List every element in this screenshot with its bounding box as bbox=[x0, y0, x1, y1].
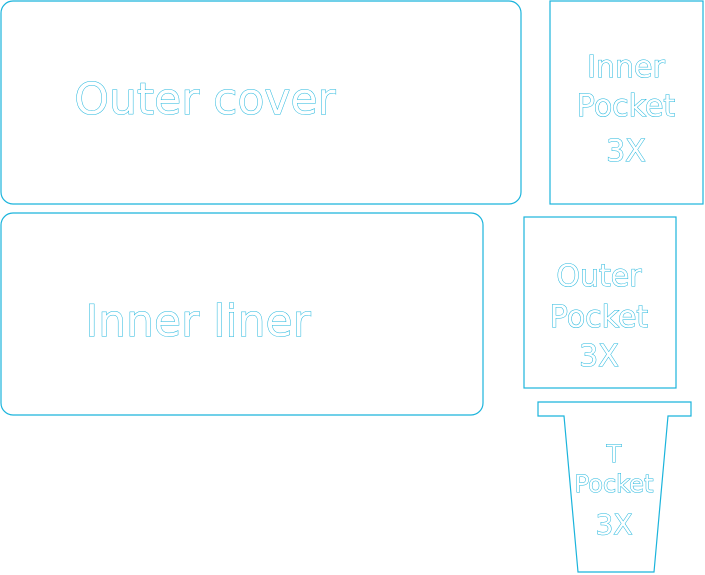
outer-cover-outline bbox=[0, 0, 522, 205]
inner-pocket-label-line-1: Inner bbox=[587, 50, 665, 85]
outer-cover-label: Outer cover bbox=[74, 74, 336, 125]
t-pocket-label-line-1: T bbox=[606, 440, 622, 468]
t-pocket-label-line-3: 3X bbox=[596, 508, 633, 541]
inner-liner-outline bbox=[0, 212, 484, 416]
inner-liner-piece: Inner liner bbox=[0, 212, 484, 416]
inner-pocket-outline bbox=[549, 0, 704, 205]
inner-pocket-label-line-3: 3X bbox=[606, 134, 646, 169]
outer-pocket-label-line-3: 3X bbox=[579, 339, 619, 374]
inner-liner-label: Inner liner bbox=[85, 296, 311, 347]
t-pocket-outline bbox=[537, 401, 692, 573]
outer-pocket-piece: Outer Pocket 3X bbox=[523, 216, 677, 389]
t-pocket-label-line-2: Pocket bbox=[575, 470, 654, 498]
outer-pocket-label-line-1: Outer bbox=[556, 259, 642, 294]
inner-pocket-label-line-2: Pocket bbox=[577, 89, 676, 124]
t-pocket-piece: T Pocket 3X bbox=[537, 401, 692, 573]
outer-pocket-outline bbox=[523, 216, 677, 389]
inner-pocket-piece: Inner Pocket 3X bbox=[549, 0, 704, 205]
outer-cover-piece: Outer cover bbox=[0, 0, 522, 205]
outer-pocket-label-line-2: Pocket bbox=[550, 300, 649, 335]
